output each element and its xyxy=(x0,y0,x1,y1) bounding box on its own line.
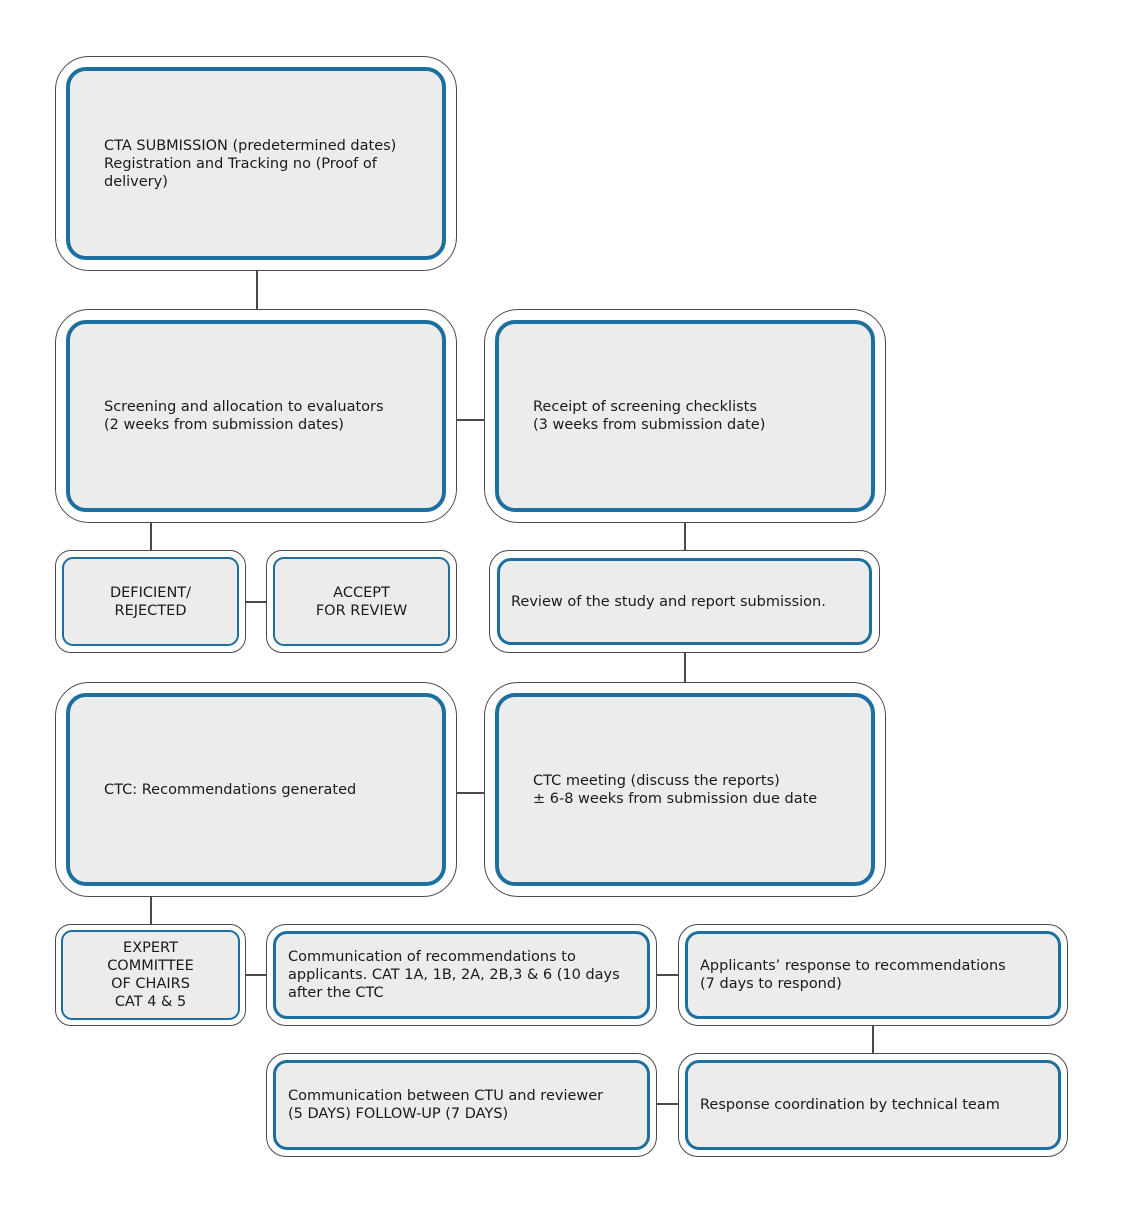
connector-ctcrecs-ctcmeeting xyxy=(456,792,485,794)
node-label: Communication of recommendations to appl… xyxy=(288,949,620,1001)
node-label: CTC meeting (discuss the reports) ± 6-8 … xyxy=(533,772,818,807)
node-ctc-meeting: CTC meeting (discuss the reports) ± 6-8 … xyxy=(484,682,886,897)
node-review-study: Review of the study and report submissio… xyxy=(489,550,880,653)
node-label: DEFICIENT/ REJECTED xyxy=(109,584,192,619)
node-label: EXPERT COMMITTEE OF CHAIRS CAT 4 & 5 xyxy=(107,940,194,1010)
node-ctc-recommendations: CTC: Recommendations generated xyxy=(55,682,457,897)
node-communication-recommendations: Communication of recommendations to appl… xyxy=(266,924,657,1026)
node-receipt-checklists: Receipt of screening checklists (3 weeks… xyxy=(484,309,886,523)
connector-response-coordination xyxy=(872,1026,874,1054)
connector-deficient-accept xyxy=(245,601,267,603)
node-screening: Screening and allocation to evaluators (… xyxy=(55,309,457,523)
node-applicants-response: Applicants’ response to recommendations … xyxy=(678,924,1068,1026)
connector-screening-receipt xyxy=(456,419,485,421)
connector-submission-screening xyxy=(256,270,258,310)
node-label: CTC: Recommendations generated xyxy=(104,781,357,798)
node-label: Receipt of screening checklists (3 weeks… xyxy=(533,399,766,433)
node-expert-committee: EXPERT COMMITTEE OF CHAIRS CAT 4 & 5 xyxy=(55,924,246,1026)
connector-communication-response xyxy=(656,974,679,976)
node-response-coordination: Response coordination by technical team xyxy=(678,1053,1068,1157)
node-label: CTA SUBMISSION (predetermined dates) Reg… xyxy=(104,137,397,190)
node-label: Screening and allocation to evaluators (… xyxy=(104,399,384,433)
node-label: ACCEPT FOR REVIEW xyxy=(315,584,408,619)
node-label: Applicants’ response to recommendations … xyxy=(700,958,1006,992)
connector-expert-communication xyxy=(245,974,267,976)
connector-receipt-review xyxy=(684,522,686,551)
connector-ctcrecs-expert xyxy=(150,896,152,925)
connector-ctu-coordination xyxy=(656,1103,679,1105)
node-label: Communication between CTU and reviewer (… xyxy=(288,1088,604,1122)
node-accept-for-review: ACCEPT FOR REVIEW xyxy=(266,550,457,653)
node-communication-ctu: Communication between CTU and reviewer (… xyxy=(266,1053,657,1157)
node-deficient-rejected: DEFICIENT/ REJECTED xyxy=(55,550,246,653)
connector-screening-outcomes xyxy=(150,522,152,551)
node-cta-submission: CTA SUBMISSION (predetermined dates) Reg… xyxy=(55,56,457,271)
connector-review-ctcmeeting xyxy=(684,652,686,683)
node-label: Review of the study and report submissio… xyxy=(511,593,826,610)
node-label: Response coordination by technical team xyxy=(700,1097,1000,1113)
